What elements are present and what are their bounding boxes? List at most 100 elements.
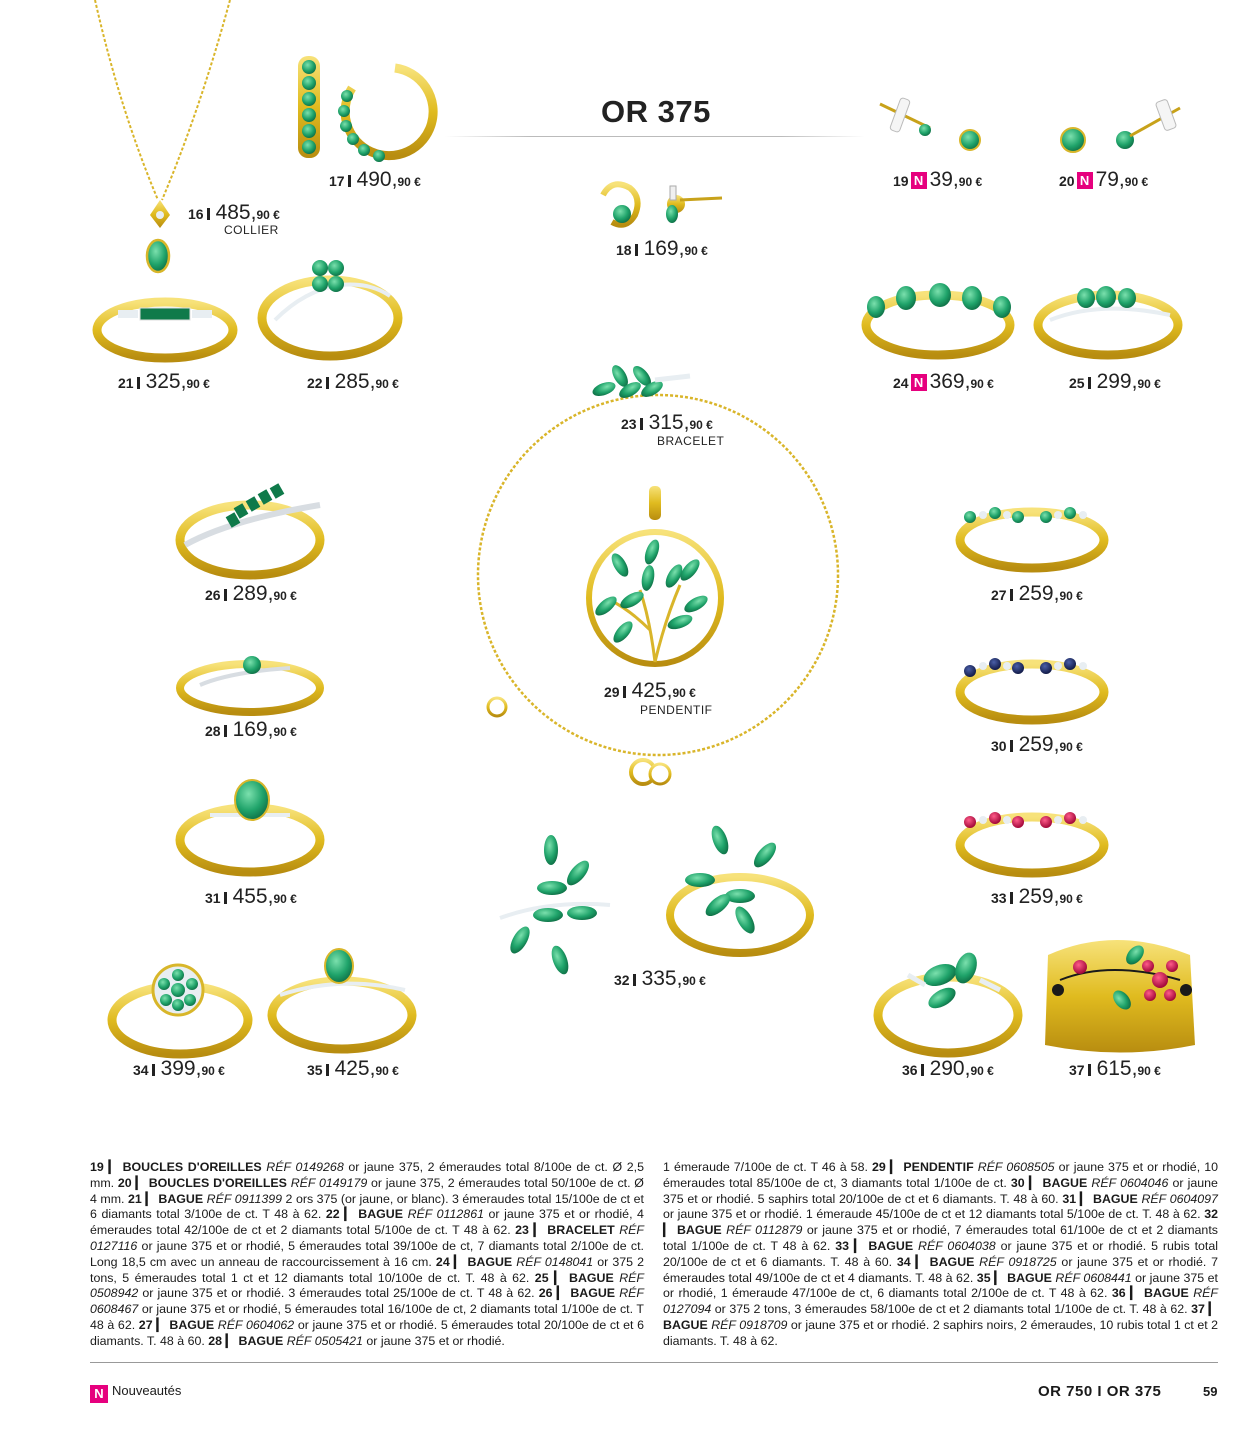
new-badge: N (910, 172, 927, 189)
price-cents: 90 € (958, 175, 983, 189)
product-number: 31 (205, 890, 221, 906)
entry-reference: RÉF 0608467 (90, 1286, 644, 1317)
price-main: 39, (929, 168, 959, 191)
entry-reference: RÉF 0918709 (711, 1317, 788, 1332)
entry-type: BAGUE (238, 1333, 284, 1348)
entry-number: 36 (1111, 1286, 1126, 1301)
price-main: 169, (232, 718, 274, 741)
price-main: 399, (160, 1057, 202, 1080)
ring-28-image (176, 656, 324, 716)
product-number: 16 (188, 206, 204, 222)
entry-text: or jaune 375, 2 émeraudes total 8/100e d… (90, 1160, 644, 1190)
product-number: 36 (902, 1062, 918, 1078)
ring-26-image (175, 483, 325, 580)
separator-bar (1087, 377, 1091, 389)
description-entry: 37 ▎ BAGUE RÉF 0918709 or jaune 375 et o… (663, 1302, 1218, 1348)
price-cents: 90 € (273, 892, 297, 906)
earrings-17-image (298, 56, 438, 162)
entry-reference: RÉF 0604038 (918, 1238, 996, 1253)
entry-number: 37 (1191, 1302, 1205, 1317)
description-entry: 36 ▎ BAGUE RÉF 0127094 or 375 2 tons, 3 … (663, 1286, 1218, 1316)
ring-35-image (267, 948, 417, 1054)
entry-text: or jaune 375 et or rhodié, 5 émeraudes t… (90, 1238, 644, 1269)
price-cents: 90 € (375, 377, 399, 391)
product-number: 37 (1069, 1062, 1085, 1078)
entry-number: 19 (90, 1160, 104, 1174)
entry-type: BOUCLES D'OREILLES (122, 1160, 262, 1174)
entry-number: 23 (515, 1223, 529, 1238)
entry-type: BAGUE (169, 1317, 215, 1332)
price-main: 259, (1018, 885, 1060, 908)
product-number: 27 (991, 587, 1007, 603)
description-entry: 35 ▎ BAGUE RÉF 0608441 or jaune 375 et o… (663, 1271, 1218, 1301)
separator-bar (920, 1064, 924, 1076)
price-cents: 90 € (397, 175, 421, 189)
separator-bar (1009, 589, 1013, 601)
entry-text: or jaune 375 et or rhodié, 7 émeraudes t… (663, 1223, 1218, 1253)
price-cents: 90 € (273, 589, 297, 603)
product-number: 23 (621, 416, 637, 432)
entry-reference: RÉF 0112879 (726, 1223, 803, 1238)
product-number: 25 (1069, 375, 1085, 391)
legend-text: Nouveautés (112, 1383, 182, 1398)
entry-number: 30 (1010, 1175, 1025, 1190)
description-entry: 31 ▎ BAGUE RÉF 0604097 or jaune 375 et o… (663, 1192, 1218, 1222)
product-number: 32 (614, 972, 630, 988)
ring-33-image (955, 812, 1109, 878)
entry-text: or 375 2 tons, 3 émeraudes 58/100e de ct… (711, 1302, 1188, 1317)
separator-bar: ▎ (141, 1191, 155, 1206)
product-number: 20 (1059, 173, 1075, 189)
price-cents: 90 € (672, 686, 696, 700)
separator-bar (622, 686, 626, 698)
footer-divider (90, 1362, 1218, 1363)
product-number: 35 (307, 1062, 323, 1078)
description-entry: 29 ▎ PENDENTIF RÉF 0608505 or jaune 375 … (663, 1160, 1218, 1190)
entry-text: or jaune 375 et or rhodié. 1 émeraude 45… (663, 1207, 1201, 1222)
entry-type: BAGUE (467, 1254, 513, 1269)
separator-bar (325, 377, 329, 389)
product-number: 34 (133, 1062, 149, 1078)
entry-reference: RÉF 0608505 (977, 1160, 1055, 1174)
separator-bar: ▎ (552, 1286, 567, 1301)
separator-bar: ▎ (103, 1160, 118, 1174)
entry-reference: RÉF 0149179 (290, 1175, 368, 1190)
pendant-29-image (586, 486, 724, 667)
entry-number: 29 (871, 1160, 886, 1174)
separator-bar: ▎ (339, 1207, 354, 1222)
entry-type: BAGUE (663, 1317, 708, 1332)
price-main: 335, (641, 967, 683, 990)
price-cents: 90 € (1059, 740, 1083, 754)
description-entry: 21 ▎ BAGUE RÉF 0911399 2 ors 375 (or jau… (90, 1192, 644, 1222)
price-main: 485, (215, 201, 257, 224)
separator-bar (1087, 1064, 1091, 1076)
entry-text: or jaune 375 et or rhodié, 10 émeraudes … (663, 1160, 1218, 1190)
separator-bar: ▎ (849, 1238, 864, 1253)
separator-bar (136, 377, 140, 389)
description-entry: 23 ▎ BRACELET RÉF 0127116 or jaune 375 e… (90, 1223, 644, 1269)
description-entry: 20 ▎ BOUCLES D'OREILLES RÉF 0149179 or j… (90, 1176, 644, 1206)
new-badge: N (1076, 172, 1093, 189)
price-main: 79, (1095, 168, 1125, 191)
description-continuation: 1 émeraude 7/100e de ct. T 46 à 58. (663, 1160, 868, 1174)
entry-type: PENDENTIF (903, 1160, 974, 1174)
separator-bar: ▎ (1024, 1175, 1039, 1190)
earrings-20-image (1060, 99, 1181, 153)
description-entry: 24 ▎ BAGUE RÉF 0148041 or 375 2 tons, 5 … (90, 1255, 644, 1285)
entry-number: 25 (534, 1270, 549, 1285)
ring-30-image (955, 658, 1109, 725)
entry-text: or jaune 375 et or rhodié. 5 rubis total… (663, 1238, 1219, 1269)
separator-bar (223, 589, 227, 601)
price-main: 169, (643, 237, 685, 260)
jewelry-illustrations (92, 0, 1195, 1059)
